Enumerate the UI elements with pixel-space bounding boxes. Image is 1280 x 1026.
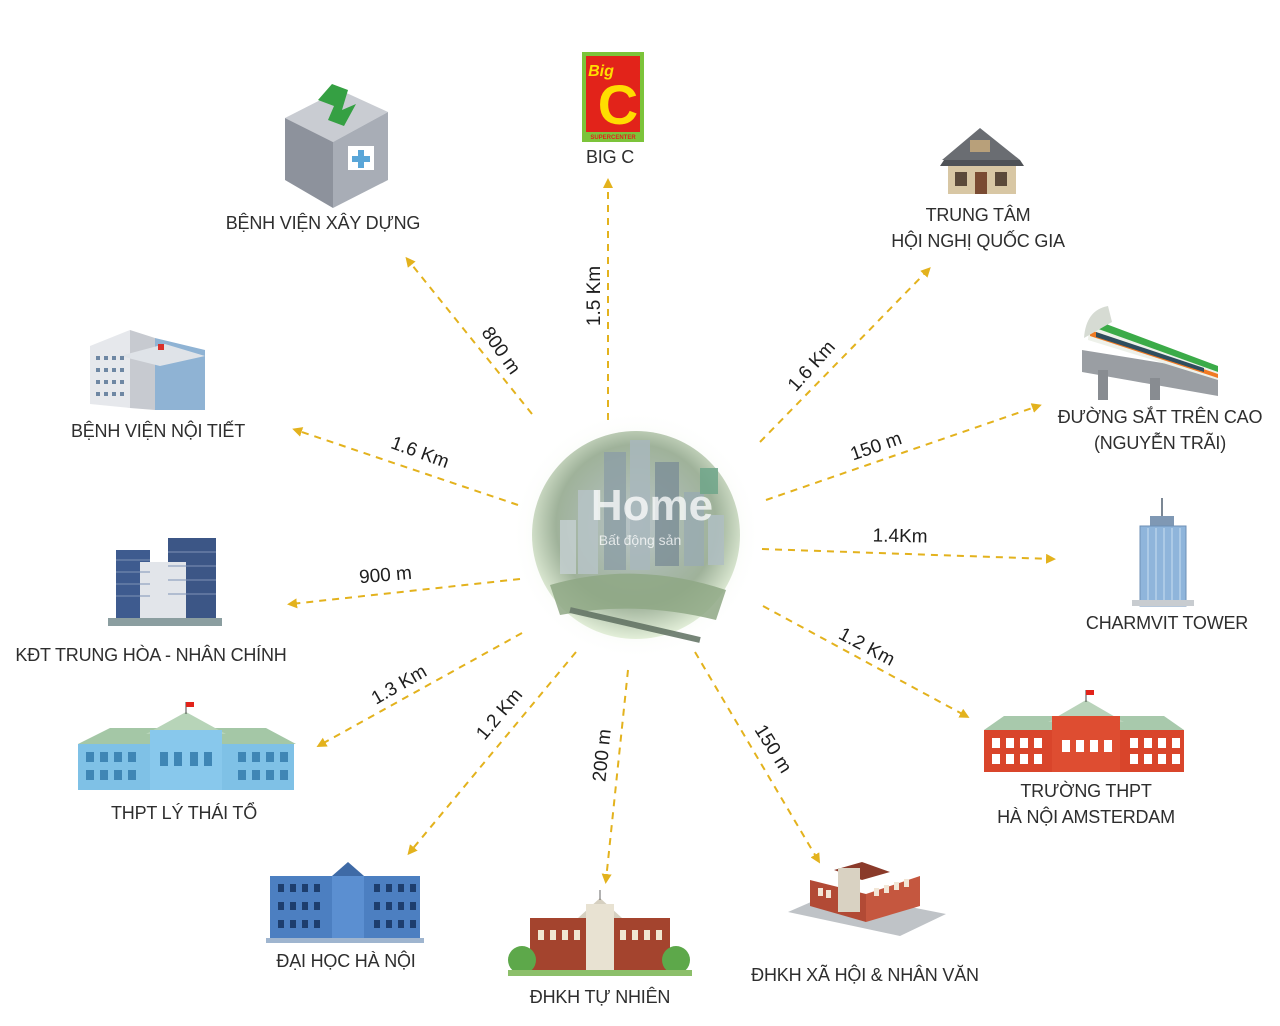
big-c-logo-letter: C — [598, 73, 638, 136]
label-xay-dung: BỆNH VIỆN XÂY DỰNG — [225, 213, 421, 233]
distance-xay-dung: 800 m — [477, 323, 524, 378]
label-big-c: BIG C — [585, 147, 634, 167]
arrow-xay-dung — [405, 256, 533, 415]
distance-duong-sat: 150 m — [848, 428, 905, 465]
arrows — [287, 178, 1056, 884]
hanoi-university-icon — [266, 862, 424, 943]
arrow-amsterdam — [762, 605, 970, 718]
amsterdam-school-icon — [984, 690, 1184, 772]
distance-charmvit: 1.4Km — [872, 526, 927, 548]
social-science-university-icon — [788, 862, 946, 936]
label-charmvit: CHARMVIT TOWER — [1085, 613, 1249, 633]
label-trung-tam-line2: HỘI NGHỊ QUỐC GIA — [891, 231, 1065, 251]
distance-xa-hoi: 150 m — [750, 721, 796, 777]
hospital-building-icon — [285, 84, 388, 208]
arrow-tu-nhien — [601, 669, 629, 884]
label-kdt: KĐT TRUNG HÒA - NHÂN CHÍNH — [15, 645, 287, 665]
label-tu-nhien: ĐHKH TỰ NHIÊN — [529, 987, 671, 1007]
charmvit-tower-icon — [1132, 498, 1194, 607]
arrow-xa-hoi — [694, 651, 821, 864]
urban-area-towers-icon — [108, 538, 222, 626]
label-duong-sat-line2: (NGUYỄN TRÃI) — [1093, 433, 1227, 453]
label-amsterdam-line2: HÀ NỘI AMSTERDAM — [997, 807, 1175, 827]
arrow-charmvit — [761, 548, 1056, 564]
distance-dai-hoc: 1.2 Km — [472, 685, 527, 745]
label-amsterdam-line1: TRƯỜNG THPT — [1020, 781, 1152, 801]
distance-amsterdam: 1.2 Km — [835, 624, 898, 671]
distance-ly-thai-to: 1.3 Km — [368, 661, 431, 709]
center-brand-sub: Bất động sản — [599, 532, 682, 548]
label-ly-thai-to: THPT LÝ THÁI TỔ — [110, 803, 258, 823]
arrow-dai-hoc — [407, 651, 577, 856]
center-project-globe: Home Bất động sản — [511, 410, 761, 660]
conference-house-icon — [940, 128, 1024, 194]
arrow-trung-tam — [759, 267, 931, 443]
big-c-logo-icon: Big C SUPERCENTER — [582, 52, 644, 142]
distance-noi-tiet: 1.6 Km — [388, 433, 452, 473]
distance-kdt: 900 m — [358, 563, 412, 589]
label-duong-sat-line1: ĐƯỜNG SẮT TRÊN CAO — [1057, 407, 1263, 427]
arrow-noi-tiet — [292, 427, 519, 506]
distance-big-c: 1.5 Km — [584, 266, 605, 326]
monorail-train-icon — [1082, 306, 1218, 400]
label-xa-hoi: ĐHKH XÃ HỘI & NHÂN VĂN — [751, 965, 979, 985]
natural-science-university-icon — [508, 890, 692, 976]
big-c-logo-top: Big — [588, 63, 614, 80]
ly-thai-to-school-icon — [78, 702, 296, 790]
center-brand: Home — [591, 481, 713, 530]
distance-tu-nhien: 200 m — [589, 728, 615, 783]
distance-trung-tam: 1.6 Km — [784, 337, 840, 396]
big-c-logo-bottom: SUPERCENTER — [590, 135, 636, 141]
label-trung-tam-line1: TRUNG TÂM — [925, 205, 1031, 225]
label-dai-hoc: ĐẠI HỌC HÀ NỘI — [276, 951, 416, 971]
endocrine-hospital-icon — [90, 330, 205, 410]
label-noi-tiet: BỆNH VIỆN NỘI TIẾT — [70, 421, 246, 441]
arrow-duong-sat — [765, 403, 1042, 501]
